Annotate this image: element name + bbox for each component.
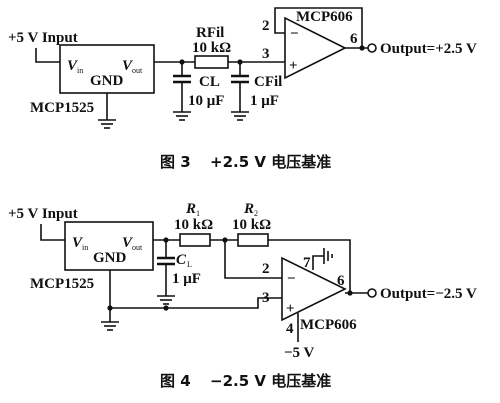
- fig4-r1-name: R: [185, 201, 196, 217]
- fig3-pin-out: 6: [350, 31, 358, 47]
- fig4-vdd-wire: [312, 255, 324, 270]
- fig3-input-wire: [35, 48, 60, 63]
- fig4-input-wire: [40, 224, 65, 241]
- fig4-opamp-name: MCP606: [300, 317, 357, 333]
- fig3-cfil-value: 1 μF: [250, 93, 279, 109]
- fig3-reg-vin: V: [67, 58, 79, 74]
- fig3-caption-label: 图 3: [160, 153, 191, 171]
- fig3-rfil-name: RFil: [196, 25, 224, 41]
- fig4-opamp-plus: +: [286, 301, 295, 317]
- fig4-r2-sub: 2: [254, 209, 258, 218]
- fig4-cl-value: 1 μF: [172, 271, 201, 287]
- fig3-cl-value: 10 μF: [188, 93, 224, 109]
- fig4-reg-gnd: GND: [93, 250, 127, 266]
- fig4-reg-vout: V: [122, 235, 134, 251]
- fig3-opamp: [284, 16, 347, 80]
- fig3-pin-inv: 2: [262, 18, 270, 34]
- fig3-output-terminal: [367, 43, 377, 53]
- fig3-reg-name: MCP1525: [30, 100, 94, 116]
- fig4-reg-vout-sub: out: [132, 243, 143, 252]
- fig4-reg-vin: V: [72, 235, 84, 251]
- fig4-r2-resistor: [237, 233, 269, 247]
- fig4-reg-name: MCP1525: [30, 276, 94, 292]
- figure-4-circuit: +5 V Input V in V out GND MCP1525 R 1 10…: [8, 201, 477, 390]
- fig4-opamp: [281, 256, 347, 322]
- fig3-reg-gnd: GND: [90, 73, 124, 89]
- fig4-r2-name: R: [243, 201, 254, 217]
- fig4-caption-text: −2.5 V 电压基准: [210, 372, 331, 390]
- fig3-junction-out: [359, 45, 365, 51]
- fig4-r1-value: 10 kΩ: [174, 217, 213, 233]
- fig4-output-terminal: [367, 288, 377, 298]
- fig4-wire-inv: [224, 240, 282, 279]
- fig3-cl-name: CL: [199, 74, 220, 90]
- figure-3-circuit: +5 V Input V in V out GND MCP1525 RFil 1…: [8, 7, 477, 171]
- fig3-opamp-plus: +: [289, 58, 298, 74]
- fig3-rfil-resistor: [194, 55, 229, 69]
- fig3-input-label: +5 V Input: [8, 30, 78, 46]
- fig4-pin-inv: 2: [262, 261, 270, 277]
- fig4-pin-noninv: 3: [262, 290, 270, 306]
- fig3-output-label: Output=+2.5 V: [380, 41, 477, 57]
- fig4-cl-sub: L: [187, 260, 192, 269]
- fig4-output-label: Output=−2.5 V: [380, 286, 477, 302]
- fig3-rfil-value: 10 kΩ: [192, 40, 231, 56]
- fig4-regulator-box: [64, 221, 154, 271]
- fig3-feedback-wire: [274, 7, 363, 48]
- fig4-r1-resistor: [179, 233, 211, 247]
- fig4-neg-supply: −5 V: [284, 345, 315, 361]
- fig3-cfil-name: CFil: [254, 74, 282, 90]
- fig4-opamp-minus: −: [287, 271, 296, 287]
- fig4-junction-gnd-cap: [163, 305, 169, 311]
- fig4-input-label: +5 V Input: [8, 206, 78, 222]
- fig4-ground-rail: [109, 270, 282, 309]
- fig4-cl-name: C: [176, 252, 187, 268]
- fig4-pin-vdd: 7: [303, 255, 311, 271]
- fig4-r2-value: 10 kΩ: [232, 217, 271, 233]
- fig3-caption-text: +2.5 V 电压基准: [210, 153, 331, 171]
- fig4-feedback-wire: [268, 239, 351, 293]
- fig3-reg-vout-sub: out: [132, 66, 143, 75]
- fig3-opamp-name: MCP606: [296, 9, 353, 25]
- fig3-reg-vout: V: [122, 58, 134, 74]
- fig4-pin-out: 6: [337, 273, 345, 289]
- fig4-reg-vin-sub: in: [82, 243, 88, 252]
- fig4-caption-label: 图 4: [160, 372, 191, 390]
- fig4-r1-sub: 1: [196, 209, 200, 218]
- fig3-pin-noninv: 3: [262, 46, 270, 62]
- fig3-reg-vin-sub: in: [77, 66, 83, 75]
- fig3-opamp-minus: −: [290, 26, 299, 42]
- fig3-regulator-box: [59, 44, 155, 94]
- fig4-pin-vss: 4: [286, 321, 294, 337]
